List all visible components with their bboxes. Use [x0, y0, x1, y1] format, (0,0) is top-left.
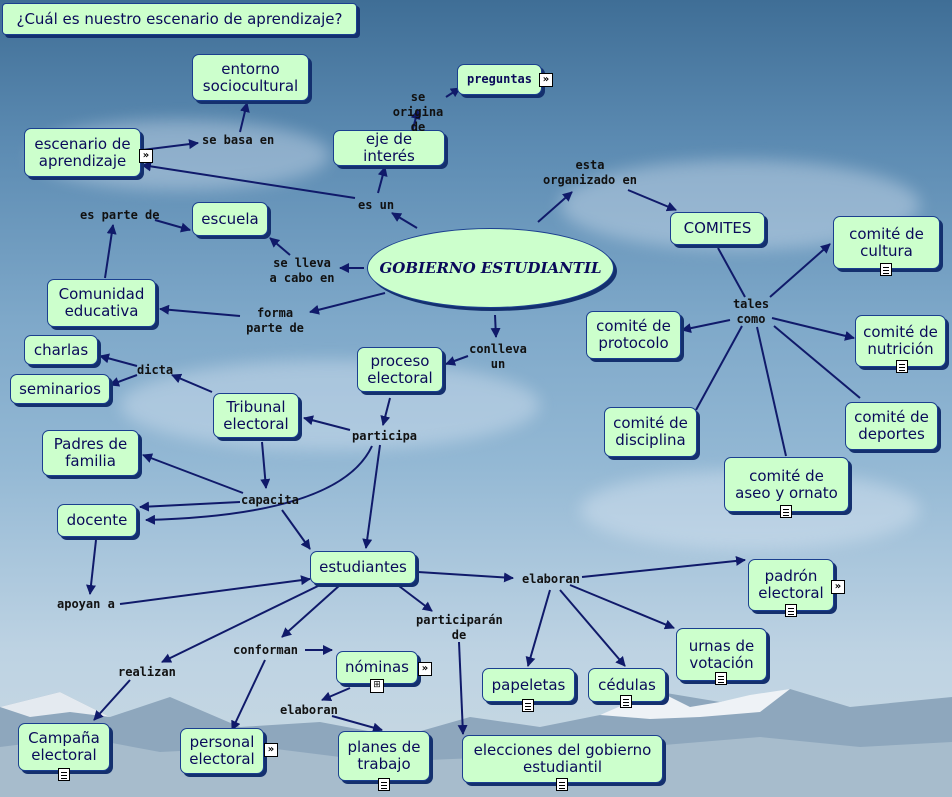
document-icon[interactable] [896, 360, 908, 373]
double-chevron-icon[interactable]: » [539, 73, 553, 87]
node-label: comité de cultura [849, 224, 924, 260]
link-label-se-origina-de: se origina de [392, 90, 444, 134]
node-charlas[interactable]: charlas [24, 335, 98, 365]
node-padres-de-familia[interactable]: Padres de familia [42, 430, 139, 476]
link-label-realizan: realizan [118, 665, 176, 679]
document-icon[interactable] [522, 699, 534, 712]
node-label: Comunidad educativa [58, 285, 145, 320]
node-comite-de-disciplina[interactable]: comité de disciplina [604, 407, 697, 457]
node-label: urnas de votación [688, 636, 755, 672]
node-proceso-electoral[interactable]: proceso electoral [357, 347, 443, 392]
node-label: preguntas [466, 72, 533, 86]
node-comite-de-protocolo[interactable]: comité de protocolo [586, 311, 681, 359]
double-chevron-icon[interactable]: » [264, 743, 278, 757]
node-label: padrón electoral [758, 567, 824, 602]
node-label: COMITES [683, 219, 752, 237]
node-entorno-sociocultural[interactable]: entorno sociocultural [192, 54, 309, 101]
node-personal-electoral[interactable]: personal electoral [180, 728, 264, 774]
link-label-conforman: conforman [233, 643, 299, 657]
node-label: escuela [201, 209, 259, 228]
node-nominas[interactable]: nóminas [336, 651, 418, 684]
focus-question-text: ¿Cuál es nuestro escenario de aprendizaj… [16, 9, 343, 28]
node-padron-electoral[interactable]: padrón electoral [748, 559, 834, 611]
node-preguntas[interactable]: preguntas [457, 64, 542, 95]
node-label: escenario de aprendizaje [34, 134, 131, 170]
node-comite-de-deportes[interactable]: comité de deportes [845, 402, 938, 450]
node-elecciones-del-gobierno-estudiantil[interactable]: elecciones del gobierno estudiantil [462, 735, 663, 783]
document-icon[interactable] [58, 768, 70, 781]
document-icon[interactable] [620, 695, 632, 708]
node-campana-electoral[interactable]: Campaña electoral [18, 723, 110, 771]
link-label-forma-parte-de: forma parte de [246, 306, 304, 335]
node-comites[interactable]: COMITES [670, 212, 765, 245]
node-label: Padres de familia [53, 435, 128, 470]
node-label: personal electoral [189, 733, 255, 768]
node-label: proceso electoral [367, 351, 433, 387]
link-label-tales-como: tales como [732, 297, 770, 326]
link-label-se-lleva-a-cabo-en: se lleva a cabo en [269, 256, 335, 285]
link-label-esta-organizado-en: esta organizado en [543, 158, 637, 187]
central-concept-gobierno-estudiantil[interactable]: GOBIERNO ESTUDIANTIL [367, 228, 614, 308]
node-label: estudiantes [319, 558, 407, 576]
document-icon[interactable] [715, 672, 727, 685]
node-eje-de-interes[interactable]: eje de interés [333, 130, 445, 166]
node-docente[interactable]: docente [57, 504, 137, 537]
node-seminarios[interactable]: seminarios [10, 374, 110, 404]
node-label: seminarios [19, 379, 101, 398]
document-icon[interactable] [556, 778, 568, 791]
node-label: comité de protocolo [596, 317, 671, 352]
link-label-es-parte-de: es parte de [80, 208, 160, 222]
link-label-participa: participa [352, 429, 418, 443]
node-label: Campaña electoral [28, 729, 100, 764]
node-label: nóminas [345, 658, 409, 676]
node-label: planes de trabajo [347, 738, 421, 773]
node-escenario-de-aprendizaje[interactable]: escenario de aprendizaje [24, 128, 141, 177]
link-label-dicta: dicta [137, 363, 174, 377]
node-label: comité de aseo y ornato [735, 466, 838, 502]
link-label-es-un: es un [358, 198, 395, 212]
node-comunidad-educativa[interactable]: Comunidad educativa [47, 279, 156, 327]
node-label: Tribunal electoral [223, 397, 289, 433]
double-chevron-icon[interactable]: » [418, 662, 432, 676]
focus-question: ¿Cuál es nuestro escenario de aprendizaj… [2, 3, 357, 35]
node-label: papeletas [491, 675, 566, 694]
link-label-apoyan-a: apoyan a [57, 597, 115, 611]
node-comite-de-aseo-y-ornato[interactable]: comité de aseo y ornato [724, 457, 849, 512]
link-label-se-basa-en: se basa en [202, 133, 275, 147]
node-label: comité de nutrición [863, 323, 938, 358]
link-label-capacita: capacita [241, 493, 299, 507]
document-icon[interactable] [880, 263, 892, 276]
link-label-conlleva-un: conlleva un [469, 342, 527, 371]
node-label: comité de disciplina [613, 414, 688, 449]
cloud-shape [120, 360, 540, 450]
node-label: comité de deportes [854, 408, 929, 443]
node-label: eje de interés [363, 130, 415, 165]
document-icon[interactable] [378, 778, 390, 791]
link-label-elaboran-nominas: elaboran [280, 703, 338, 717]
node-label: elecciones del gobierno estudiantil [473, 741, 652, 776]
node-comite-de-cultura[interactable]: comité de cultura [833, 216, 940, 269]
link-label-participaran-de: participarán de [416, 613, 503, 642]
double-chevron-icon[interactable]: » [139, 149, 153, 163]
node-label: charlas [33, 340, 89, 359]
node-comite-de-nutricion[interactable]: comité de nutrición [855, 315, 946, 367]
hierarchy-icon[interactable]: ⊞ [370, 679, 384, 693]
node-label: entorno sociocultural [202, 59, 299, 95]
node-planes-de-trabajo[interactable]: planes de trabajo [338, 731, 430, 781]
document-icon[interactable] [780, 505, 792, 518]
central-concept-text: GOBIERNO ESTUDIANTIL [379, 259, 602, 277]
link-label-elaboran: elaboran [522, 572, 580, 586]
node-escuela[interactable]: escuela [192, 202, 268, 236]
document-icon[interactable] [785, 604, 797, 617]
double-chevron-icon[interactable]: » [831, 580, 845, 594]
node-label: cédulas [598, 675, 656, 694]
node-label: docente [66, 511, 128, 529]
node-papeletas[interactable]: papeletas [482, 668, 575, 702]
node-estudiantes[interactable]: estudiantes [310, 551, 416, 584]
node-tribunal-electoral[interactable]: Tribunal electoral [213, 393, 299, 438]
